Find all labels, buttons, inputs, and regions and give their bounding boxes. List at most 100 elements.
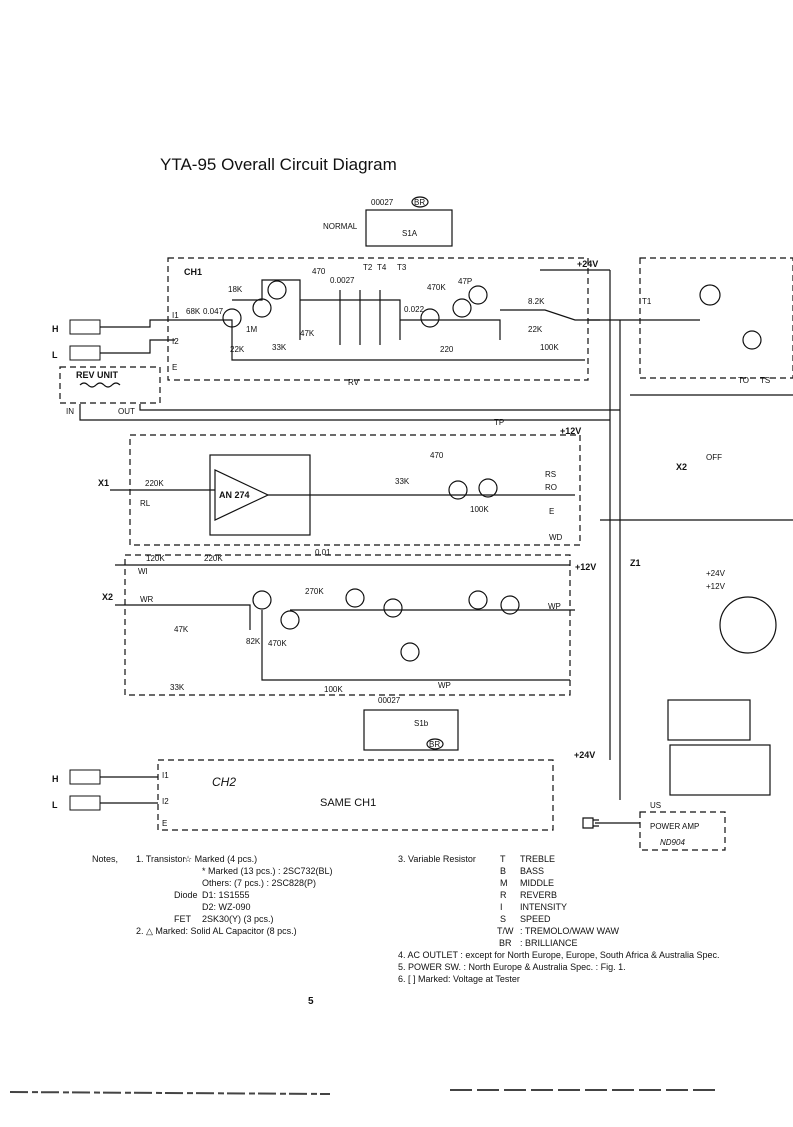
vr-name-7: : BRILLIANCE xyxy=(520,938,578,948)
vr-sym-3: R xyxy=(500,890,507,900)
transistor-q9 xyxy=(280,610,300,630)
power-amp-block xyxy=(639,811,726,851)
t2-label: T2 xyxy=(363,263,373,272)
fet-1 xyxy=(252,590,272,610)
page-title: YTA-95 Overall Circuit Diagram xyxy=(160,155,397,174)
vr-name-4: INTENSITY xyxy=(520,902,567,912)
tremolo-block xyxy=(124,554,571,696)
r-470-a: 470 xyxy=(312,267,326,276)
off-label: OFF xyxy=(706,453,722,462)
rev-in-wire xyxy=(79,404,610,421)
vr-sym-5: S xyxy=(500,914,506,924)
wr-label: WR xyxy=(140,595,154,604)
r-220k: 220K xyxy=(145,479,164,488)
br-badge-top xyxy=(411,196,429,208)
r-22k-b: 22K xyxy=(528,325,543,334)
r-220-a: 220 xyxy=(440,345,454,354)
ch1-tone-wire xyxy=(300,299,401,340)
diode-label: Diode xyxy=(174,890,198,900)
r-18k: 18K xyxy=(228,285,243,294)
note-1-label: 1. Transistor xyxy=(136,854,186,864)
cap-00027-top: 00027 xyxy=(371,198,394,207)
fet-3 xyxy=(400,642,420,662)
tp-label: TP xyxy=(494,418,504,427)
e-ch2: E xyxy=(162,819,167,828)
input-h-ch2-label: H xyxy=(52,774,59,784)
normal-switch xyxy=(365,209,453,247)
ic-label: AN 274 xyxy=(219,490,250,500)
transistor-q7 xyxy=(448,480,468,500)
r-47k-b: 47K xyxy=(174,625,189,634)
note-1-c: Others: (7 pcs.) : 2SC828(P) xyxy=(202,878,316,888)
normal-label: NORMAL xyxy=(323,222,358,231)
c-001-b: 33K xyxy=(170,683,185,692)
r-33k-a: 33K xyxy=(272,343,287,352)
vr-sym-4: I xyxy=(500,902,503,912)
transistor-q6 xyxy=(468,285,488,305)
power-amp-model: ND904 xyxy=(660,838,685,847)
rev-unit-label: REV UNIT xyxy=(76,370,119,380)
note-1-a: ☆ Marked (4 pcs.) xyxy=(184,854,257,864)
z1-label: Z1 xyxy=(630,558,641,568)
jack-l-ch2 xyxy=(69,795,101,811)
vr-sym-7: BR xyxy=(499,938,512,948)
ts-label: TS xyxy=(760,376,770,385)
c-001: 33K xyxy=(395,477,410,486)
r-100k-c: 100K xyxy=(324,685,343,694)
same-ch1-label: SAME CH1 xyxy=(320,797,376,809)
note-2: 2. △ Marked: Solid AL Capacitor (8 pcs.) xyxy=(136,926,297,936)
note-3-label: 3. Variable Resistor xyxy=(398,854,476,864)
jack-l-wire xyxy=(100,339,175,354)
v24-right: +24V xyxy=(706,569,726,578)
vr-sym-2: M xyxy=(500,878,508,888)
fet-label: FET xyxy=(174,914,192,924)
notes-block: Notes, 1. Transistor ☆ Marked (4 pcs.) *… xyxy=(92,854,720,984)
s1a-label: S1A xyxy=(402,229,418,238)
br-badge-bottom xyxy=(426,738,444,750)
ch1-label: CH1 xyxy=(184,267,202,277)
transistor-out xyxy=(699,284,721,306)
r-33k-b: 120K xyxy=(146,554,165,563)
i1-label: I1 xyxy=(172,311,179,320)
x2-label: X2 xyxy=(102,592,113,602)
transistor-q2 xyxy=(252,298,272,318)
wd-label-2: WP xyxy=(548,602,561,611)
r-1m: 1M xyxy=(246,325,257,334)
r-82k: 82K xyxy=(246,637,261,646)
br-badge-top-label: BR xyxy=(414,198,425,207)
transformer-block xyxy=(667,699,751,741)
note-1-b: * Marked (13 pcs.) : 2SC732(BL) xyxy=(202,866,333,876)
s1b-label: S1b xyxy=(414,719,429,728)
ac-plug-icon xyxy=(582,817,599,829)
r-270k: 270K xyxy=(305,587,324,596)
ch1-stage2-wire xyxy=(400,319,501,340)
transistor-q11 xyxy=(468,590,488,610)
us-label: US xyxy=(650,801,661,810)
t3-label: T3 xyxy=(397,263,407,272)
r-8-2k: 8.2K xyxy=(528,297,545,306)
note-6: 6. [ ] Marked: Voltage at Tester xyxy=(398,974,520,984)
ch2-block xyxy=(157,759,554,831)
wi-label: WI xyxy=(138,567,148,576)
v24-ch2: +24V xyxy=(574,750,595,760)
ic-an274 xyxy=(214,469,270,521)
note-5: 5. POWER SW. : North Europe & Australia … xyxy=(398,962,626,972)
vr-sym-6: T/W xyxy=(497,926,514,936)
jack-h-wire xyxy=(100,319,175,328)
diode-2: D2: WZ-090 xyxy=(202,902,251,912)
vr-name-6: : TREMOLO/WAW WAW xyxy=(520,926,619,936)
fet-2 xyxy=(383,598,403,618)
r-22k-a: 22K xyxy=(230,345,245,354)
page-number: 5 xyxy=(308,996,314,1007)
rev-in-label: IN xyxy=(66,407,74,416)
c-0022: 0.022 xyxy=(404,305,425,314)
r-100k-b: 100K xyxy=(470,505,489,514)
jack-h-ch1 xyxy=(69,319,101,335)
transistor-q4 xyxy=(420,308,440,328)
e-label-ch1: E xyxy=(172,363,177,372)
rl-label: RL xyxy=(140,499,151,508)
ch1-ground-bus xyxy=(175,319,585,361)
rev-out-wire xyxy=(139,404,620,411)
cap-00027-bottom: 00027 xyxy=(378,696,401,705)
vr-name-3: REVERB xyxy=(520,890,557,900)
